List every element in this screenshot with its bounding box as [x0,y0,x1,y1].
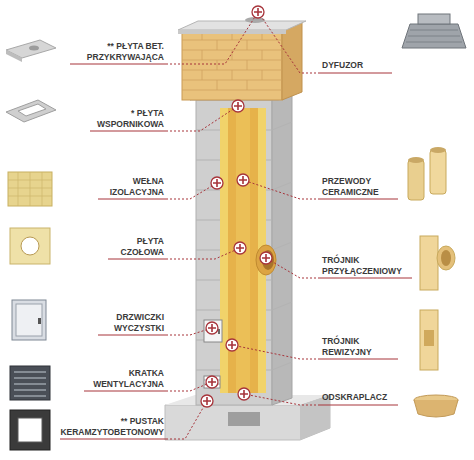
part-label: ODSKRAPLACZ [322,392,402,403]
part-label: PŁYTA CZOŁOWA [108,236,164,257]
part-label: DRZWICZKI WYCZYSTKI [98,312,164,333]
part-label: * PŁYTA WSPORNIKOWA [90,108,164,129]
part-label: KRATKA WENTYLACYJNA [82,368,164,389]
part-label: ** PUSTAK KERAMZYTOBETONOWY [52,416,164,437]
part-label: TRÓJNIK PRZYŁĄCZENIOWY [322,255,418,276]
part-label: WEŁNA IZOLACYJNA [98,176,164,197]
part-label: PRZEWODY CERAMICZNE [322,176,398,197]
part-label: ** PŁYTA BET. PRZYKRYWAJĄCA [72,41,164,62]
part-label: TRÓJNIK REWIZYJNY [322,336,394,357]
part-label: DYFUZOR [322,60,402,71]
